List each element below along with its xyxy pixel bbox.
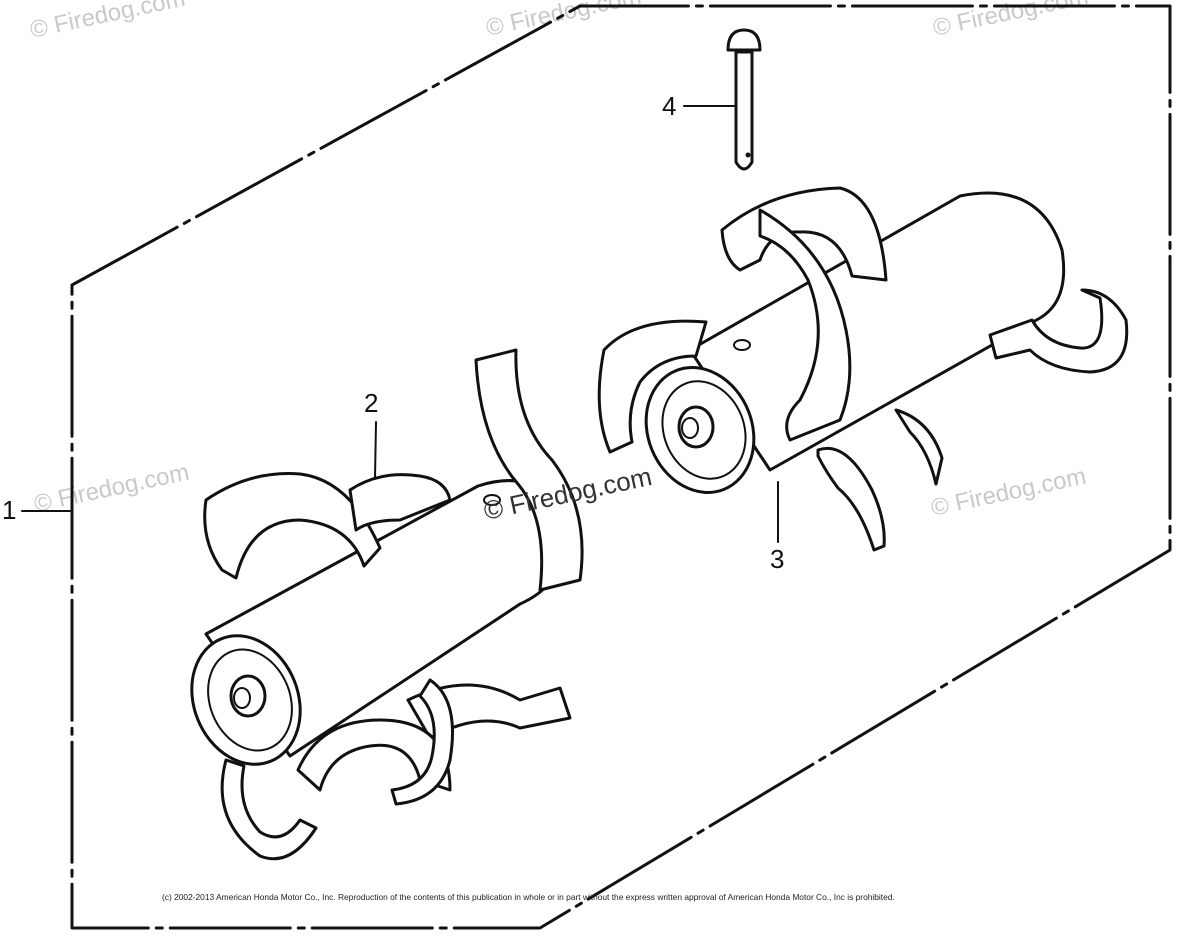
copyright-notice: (c) 2002-2013 American Honda Motor Co., … — [162, 892, 895, 902]
watermark-mid-right: © Firedog.com — [929, 463, 1089, 522]
callout-2: 2 — [364, 388, 378, 479]
callout-3-number: 3 — [770, 544, 784, 574]
clevis-pin — [726, 28, 762, 171]
callout-1: 1 — [2, 495, 71, 525]
watermark-top-left: © Firedog.com — [28, 0, 188, 44]
callout-1-number: 1 — [2, 495, 16, 525]
callout-4-number: 4 — [662, 91, 676, 121]
watermark-mid-left: © Firedog.com — [32, 459, 192, 518]
assembly-frame — [70, 4, 1172, 930]
callout-2-number: 2 — [364, 388, 378, 418]
callout-4: 4 — [662, 91, 735, 121]
callout-3: 3 — [770, 481, 784, 574]
tine-assembly-inner — [190, 348, 584, 861]
tine-assembly-outer — [597, 186, 1129, 552]
